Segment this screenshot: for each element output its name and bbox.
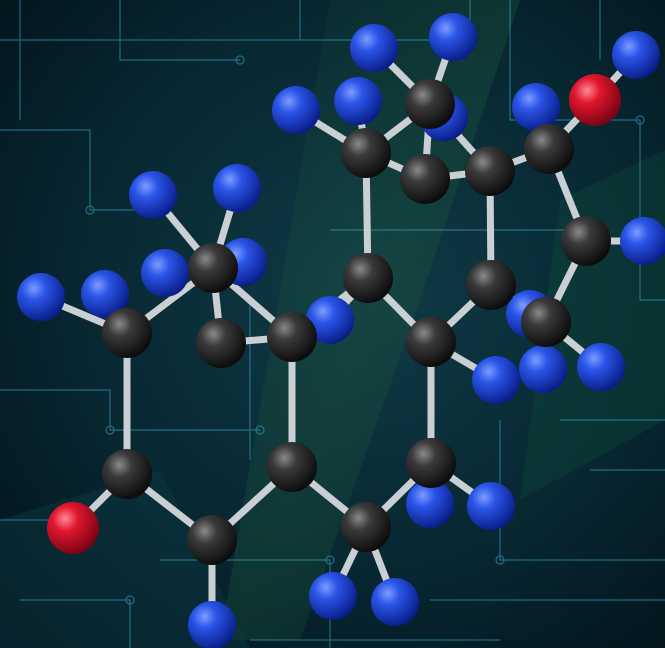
oxygen-atom xyxy=(47,502,99,554)
hydrogen-atom xyxy=(188,601,236,648)
carbon-atom xyxy=(341,502,391,552)
carbon-atom xyxy=(341,128,391,178)
hydrogen-atom xyxy=(406,480,454,528)
hydrogen-atom xyxy=(371,578,419,626)
carbon-atom xyxy=(188,243,238,293)
carbon-atom xyxy=(561,216,611,266)
hydrogen-atom xyxy=(141,249,189,297)
carbon-atom xyxy=(521,297,571,347)
carbon-atom xyxy=(187,515,237,565)
hydrogen-atom xyxy=(519,345,567,393)
carbon-atom xyxy=(102,308,152,358)
carbon-atom xyxy=(400,154,450,204)
hydrogen-atom xyxy=(467,482,515,530)
hydrogen-atom xyxy=(512,83,560,131)
carbon-atom xyxy=(267,442,317,492)
carbon-atom xyxy=(102,449,152,499)
hydrogen-atom xyxy=(334,77,382,125)
carbon-atom xyxy=(405,79,455,129)
hydrogen-atom xyxy=(309,572,357,620)
carbon-atom xyxy=(406,438,456,488)
hydrogen-atom xyxy=(306,296,354,344)
carbon-atom xyxy=(524,124,574,174)
hydrogen-atom xyxy=(81,270,129,318)
hydrogen-atom xyxy=(129,171,177,219)
carbon-atom xyxy=(343,253,393,303)
hydrogen-atom xyxy=(213,164,261,212)
hydrogen-atom xyxy=(350,24,398,72)
atom-layer xyxy=(17,13,665,648)
carbon-atom xyxy=(406,317,456,367)
carbon-atom xyxy=(267,312,317,362)
carbon-atom xyxy=(196,318,246,368)
hydrogen-atom xyxy=(620,217,665,265)
oxygen-atom xyxy=(569,74,621,126)
hydrogen-atom xyxy=(612,31,660,79)
hydrogen-atom xyxy=(17,273,65,321)
carbon-atom xyxy=(466,260,516,310)
hydrogen-atom xyxy=(472,356,520,404)
hydrogen-atom xyxy=(272,86,320,134)
hydrogen-atom xyxy=(429,13,477,61)
carbon-atom xyxy=(465,146,515,196)
hydrogen-atom xyxy=(577,343,625,391)
